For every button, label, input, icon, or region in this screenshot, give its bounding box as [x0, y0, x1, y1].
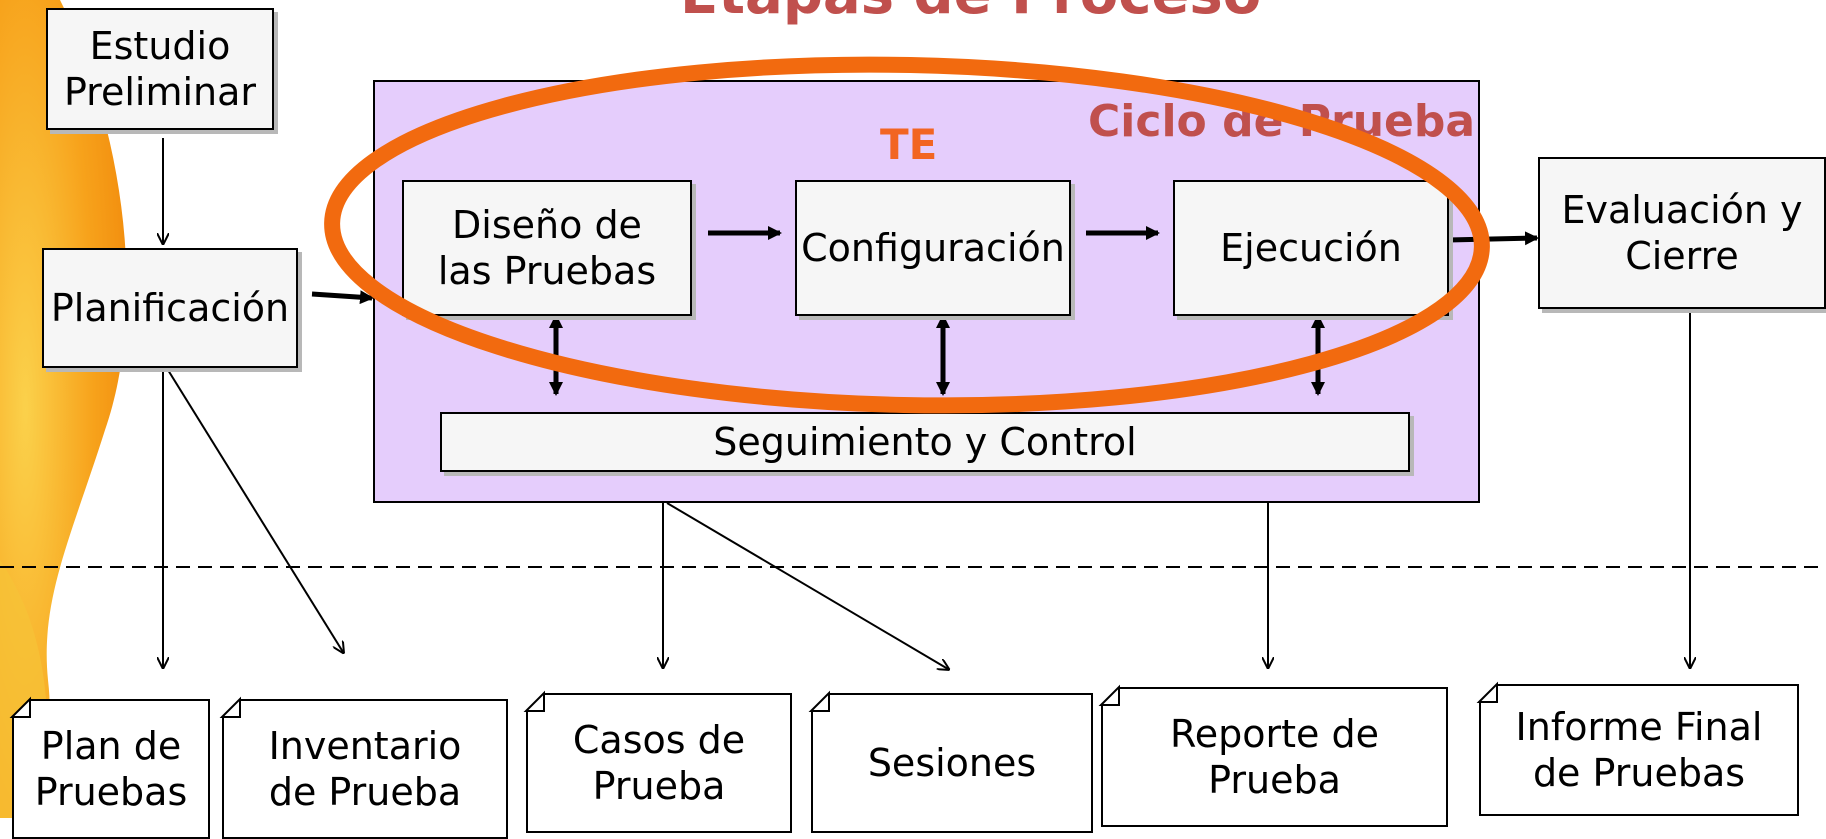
- arrow-ejecucion-evaluacion: [1447, 231, 1539, 246]
- doc-reporte-prueba: Reporte de Prueba: [1101, 687, 1448, 827]
- doc-inventario: Inventario de Prueba: [222, 699, 508, 839]
- te-label: TE: [880, 120, 938, 169]
- doc-corners: [9, 681, 1498, 718]
- box-ejecucion: Ejecución: [1173, 180, 1449, 316]
- connectors: [0, 138, 1826, 818]
- cycle-title: Ciclo de Prueba: [1088, 96, 1476, 147]
- box-seguimiento: Seguimiento y Control: [440, 412, 1410, 472]
- doc-informe-final: Informe Final de Pruebas: [1479, 684, 1799, 816]
- arrow-planificacion-cycle: [311, 290, 374, 305]
- arrow-inventario: [167, 369, 343, 652]
- page-title: Etapas de Proceso: [680, 0, 1261, 27]
- arrow-sesiones: [666, 502, 948, 669]
- doc-casos-prueba: Casos de Prueba: [526, 693, 792, 833]
- box-diseno: Diseño de las Pruebas: [402, 180, 692, 316]
- box-estudio-preliminar: Estudio Preliminar: [46, 8, 274, 130]
- doc-sesiones: Sesiones: [811, 693, 1093, 833]
- box-evaluacion: Evaluación y Cierre: [1538, 157, 1826, 309]
- te-highlight-ellipse: [324, 56, 1490, 414]
- box-configuracion: Configuración: [795, 180, 1071, 316]
- doc-plan-pruebas: Plan de Pruebas: [12, 699, 210, 839]
- box-planificacion: Planificación: [42, 248, 298, 368]
